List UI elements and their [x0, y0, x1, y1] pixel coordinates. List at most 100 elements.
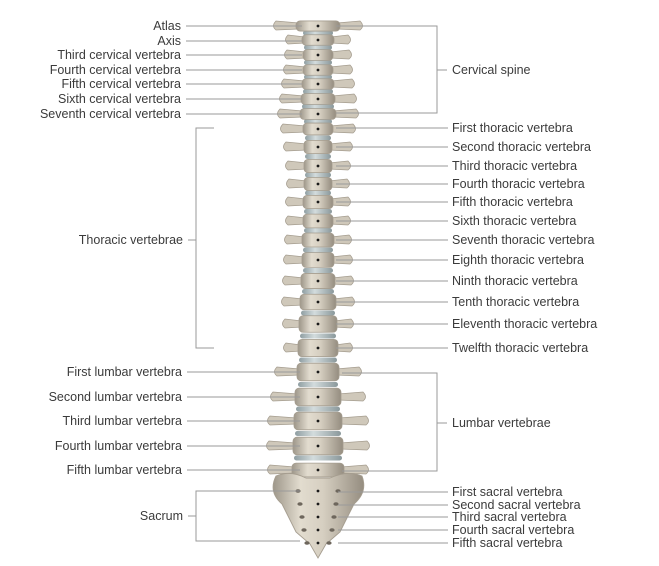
spinous-dot-t10	[316, 300, 320, 304]
spinous-dot-t12	[316, 346, 320, 350]
disc-t7	[304, 228, 332, 233]
left-process-t1	[280, 123, 307, 134]
disc-t4	[305, 172, 331, 178]
leader-lines	[186, 25, 448, 544]
left-process-t3	[285, 160, 308, 171]
label-t5: Fifth thoracic vertebra	[452, 195, 573, 209]
group-labels: Cervical spine Thoracic vertebrae Lumbar…	[79, 63, 551, 523]
left-labels: Atlas Axis Third cervical vertebra Fourt…	[40, 19, 182, 477]
spinous-dot-c5	[316, 82, 320, 86]
label-c7: Seventh cervical vertebra	[40, 107, 181, 121]
left-process-t11	[282, 318, 303, 329]
sacral-foramen-right-4	[329, 528, 335, 532]
disc-l2	[298, 382, 338, 387]
label-t9: Ninth thoracic vertebra	[452, 274, 578, 288]
sacral-foramen-right-2	[333, 502, 339, 506]
disc-t2	[305, 135, 331, 141]
left-process-t7	[284, 234, 306, 245]
vertebra-t12	[283, 338, 353, 358]
left-process-t4	[286, 178, 308, 189]
spinous-dot-t6	[316, 219, 320, 223]
vertebra-c5	[281, 78, 355, 90]
spinous-dot-t9	[316, 279, 320, 283]
label-l1: First lumbar vertebra	[67, 365, 182, 379]
disc-c5	[304, 74, 332, 80]
sacrum-bracket	[188, 490, 300, 542]
sacral-foramen-left-2	[297, 502, 303, 506]
vertebra-t2	[283, 139, 353, 155]
label-c4: Fourth cervical vertebra	[50, 63, 181, 77]
spinous-dot-l2	[316, 395, 320, 399]
vertebra-t11	[282, 315, 354, 333]
group-brackets	[188, 25, 447, 542]
label-s3: Third sacral vertebra	[452, 510, 567, 524]
spinous-dot-atlas	[316, 24, 320, 28]
spinous-dot-l5	[316, 468, 320, 472]
sacral-crest-dot-1	[316, 489, 320, 493]
disc-t3	[305, 154, 331, 159]
sacral-crest-dot-4	[316, 528, 320, 532]
disc-axis	[303, 30, 333, 36]
right-process-l2	[337, 391, 366, 402]
disc-l4	[295, 431, 341, 436]
label-s2: Second sacral vertebra	[452, 498, 581, 512]
spinous-dot-t4	[316, 182, 320, 186]
right-process-l1	[335, 366, 362, 377]
label-t10: Tenth thoracic vertebra	[452, 295, 579, 309]
left-process-axis	[285, 34, 306, 45]
right-process-l5	[340, 464, 369, 475]
spinous-dot-c3	[316, 53, 320, 57]
right-process-c6	[331, 93, 357, 104]
vertebra-t1	[280, 122, 356, 136]
sacral-crest-dot-2	[316, 502, 320, 506]
label-s1: First sacral vertebra	[452, 485, 562, 499]
spinous-dot-t8	[316, 258, 320, 262]
label-atlas: Atlas	[153, 19, 181, 33]
disc-l5	[294, 455, 342, 461]
spinous-dot-l1	[316, 370, 320, 374]
spine-illustration	[266, 20, 370, 559]
disc-l3	[296, 406, 340, 412]
spinous-dot-t11	[316, 322, 320, 326]
label-l2: Second lumbar vertebra	[49, 390, 182, 404]
label-c5: Fifth cervical vertebra	[62, 77, 182, 91]
right-labels: First thoracic vertebra Second thoracic …	[452, 121, 597, 550]
spinous-dot-axis	[316, 38, 320, 42]
label-l4: Fourth lumbar vertebra	[55, 439, 182, 453]
spinous-dot-l3	[316, 419, 320, 423]
group-label-lumbar: Lumbar vertebrae	[452, 416, 551, 430]
vertebra-t6	[285, 213, 351, 229]
vertebra-axis	[285, 34, 351, 46]
spinous-dot-t5	[316, 200, 320, 204]
label-s5: Fifth sacral vertebra	[452, 536, 563, 550]
spinous-dot-c4	[316, 68, 320, 72]
spinous-dot-t3	[316, 164, 320, 168]
cervical-bracket	[422, 25, 447, 114]
sacral-foramen-right-3	[331, 515, 337, 519]
left-process-t8	[283, 254, 306, 265]
left-process-t12	[283, 342, 302, 353]
spinous-dot-t7	[316, 238, 320, 242]
label-t11: Eleventh thoracic vertebra	[452, 317, 597, 331]
spinous-dot-t2	[316, 145, 320, 149]
sacral-foramen-left-3	[299, 515, 305, 519]
label-l5: Fifth lumbar vertebra	[67, 463, 182, 477]
label-t7: Seventh thoracic vertebra	[452, 233, 594, 247]
disc-t6	[304, 209, 332, 214]
left-process-t5	[285, 196, 307, 207]
label-c6: Sixth cervical vertebra	[58, 92, 181, 106]
label-t4: Fourth thoracic vertebra	[452, 177, 585, 191]
spinous-dot-c6	[316, 97, 320, 101]
label-t12: Twelfth thoracic vertebra	[452, 341, 588, 355]
label-t6: Sixth thoracic vertebra	[452, 214, 576, 228]
lumbar-bracket	[420, 372, 447, 472]
sacral-foramen-right-5	[326, 541, 332, 545]
right-process-l4	[339, 440, 370, 451]
right-process-c4	[329, 64, 353, 75]
label-t1: First thoracic vertebra	[452, 121, 573, 135]
disc-t11	[301, 310, 335, 316]
spinous-dot-c7	[316, 112, 320, 116]
label-t3: Third thoracic vertebra	[452, 159, 577, 173]
disc-c3	[304, 45, 332, 50]
